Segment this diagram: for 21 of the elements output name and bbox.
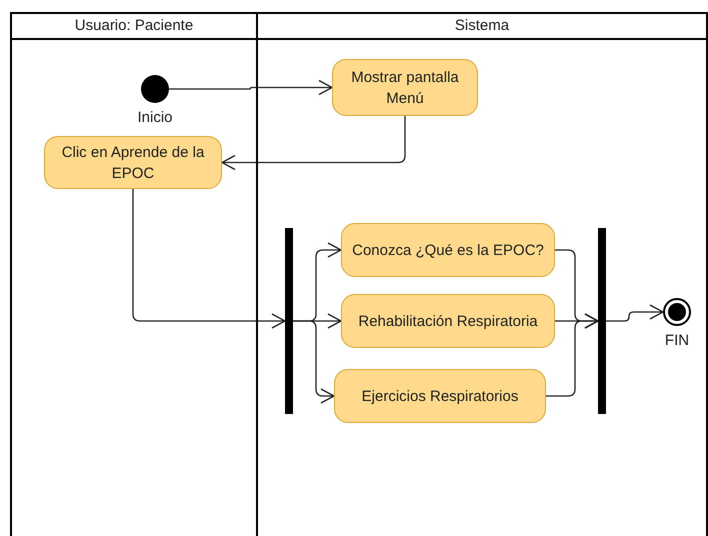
flow-arrow: [221, 116, 406, 170]
lane-header: Usuario: Paciente: [12, 14, 256, 40]
action-box: Mostrar pantalla Menú: [332, 59, 478, 116]
node-caption: Inicio: [137, 109, 173, 126]
fork-bar: [285, 228, 293, 414]
action-box: Clic en Aprende de la EPOC: [44, 136, 222, 189]
flow-arrow: [546, 313, 599, 397]
fork-bar: [598, 228, 606, 414]
flow-arrow: [606, 304, 664, 322]
swimlane: [256, 12, 708, 536]
start-node: [141, 75, 169, 103]
flow-arrow: [169, 80, 333, 96]
flow-arrow: [293, 320, 335, 404]
end-node: [663, 298, 691, 326]
action-box: Conozca ¿Qué es la EPOC?: [341, 223, 555, 277]
swimlane: [10, 12, 258, 536]
lane-header: Sistema: [258, 14, 706, 40]
action-box: Rehabilitación Respiratoria: [341, 294, 555, 348]
flow-arrow: [132, 189, 286, 329]
node-caption: FIN: [664, 332, 690, 349]
action-box: Ejercicios Respiratorios: [334, 369, 546, 423]
